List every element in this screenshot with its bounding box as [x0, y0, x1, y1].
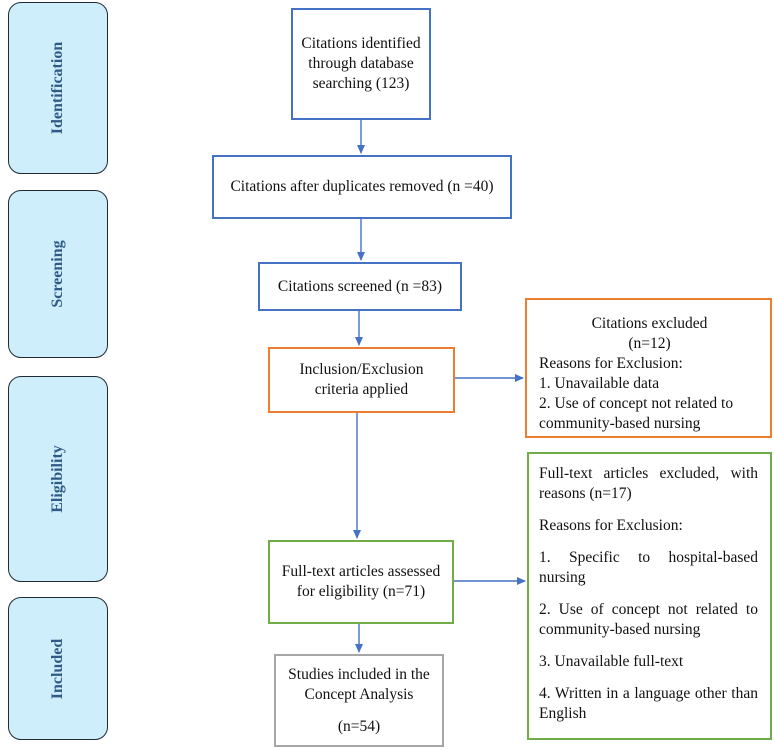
citations-screened-text: Citations screened (n =83) — [277, 277, 443, 295]
citations-excluded-reason: 2. Use of concept not related to communi… — [539, 395, 734, 432]
citations-excluded-title: Citations excluded — [591, 315, 708, 332]
box-citations-identified: Citations identified through database se… — [291, 8, 431, 120]
box-duplicates-removed: Citations after duplicates removed (n =4… — [212, 155, 512, 219]
citations-identified-text: Citations identified through database se… — [301, 35, 421, 92]
box-citations-excluded: Citations excluded (n=12) Reasons for Ex… — [525, 298, 772, 438]
box-fulltext-excluded: Full-text articles excluded, with reason… — [527, 452, 772, 740]
studies-included-text: Studies included in the Concept Analysis — [288, 665, 430, 703]
phase-eligibility: Eligibility — [8, 376, 108, 582]
phase-identification: Identification — [8, 2, 108, 174]
phase-screening: Screening — [8, 190, 108, 358]
duplicates-removed-text: Citations after duplicates removed (n =4… — [230, 178, 494, 195]
box-criteria-applied: Inclusion/Exclusion criteria applied — [268, 347, 455, 413]
fulltext-excluded-reason: 2. Use of concept not related to communi… — [539, 601, 758, 638]
box-studies-included: Studies included in the Concept Analysis… — [274, 654, 444, 747]
fulltext-excluded-reason: 3. Unavailable full-text — [539, 653, 684, 670]
fulltext-assessed-text: Full-text articles assessed for eligibil… — [281, 563, 441, 600]
fulltext-excluded-reason: 1. Specific to hospital-based nursing — [539, 549, 758, 586]
criteria-applied-text: Inclusion/Exclusion criteria applied — [299, 361, 424, 398]
fulltext-excluded-reasons-heading: Reasons for Exclusion: — [539, 517, 683, 534]
fulltext-excluded-reason: 4. Written in a language other than Engl… — [539, 685, 758, 722]
citations-excluded-count: (n=12) — [628, 335, 671, 352]
studies-included-count: (n=54) — [337, 717, 381, 735]
fulltext-excluded-title: Full-text articles excluded, with reason… — [539, 465, 758, 502]
box-fulltext-assessed: Full-text articles assessed for eligibil… — [268, 540, 454, 624]
phase-included: Included — [8, 597, 108, 740]
citations-excluded-reasons-heading: Reasons for Exclusion: — [539, 355, 683, 372]
citations-excluded-reason: 1. Unavailable data — [539, 375, 660, 392]
box-citations-screened: Citations screened (n =83) — [258, 262, 462, 311]
